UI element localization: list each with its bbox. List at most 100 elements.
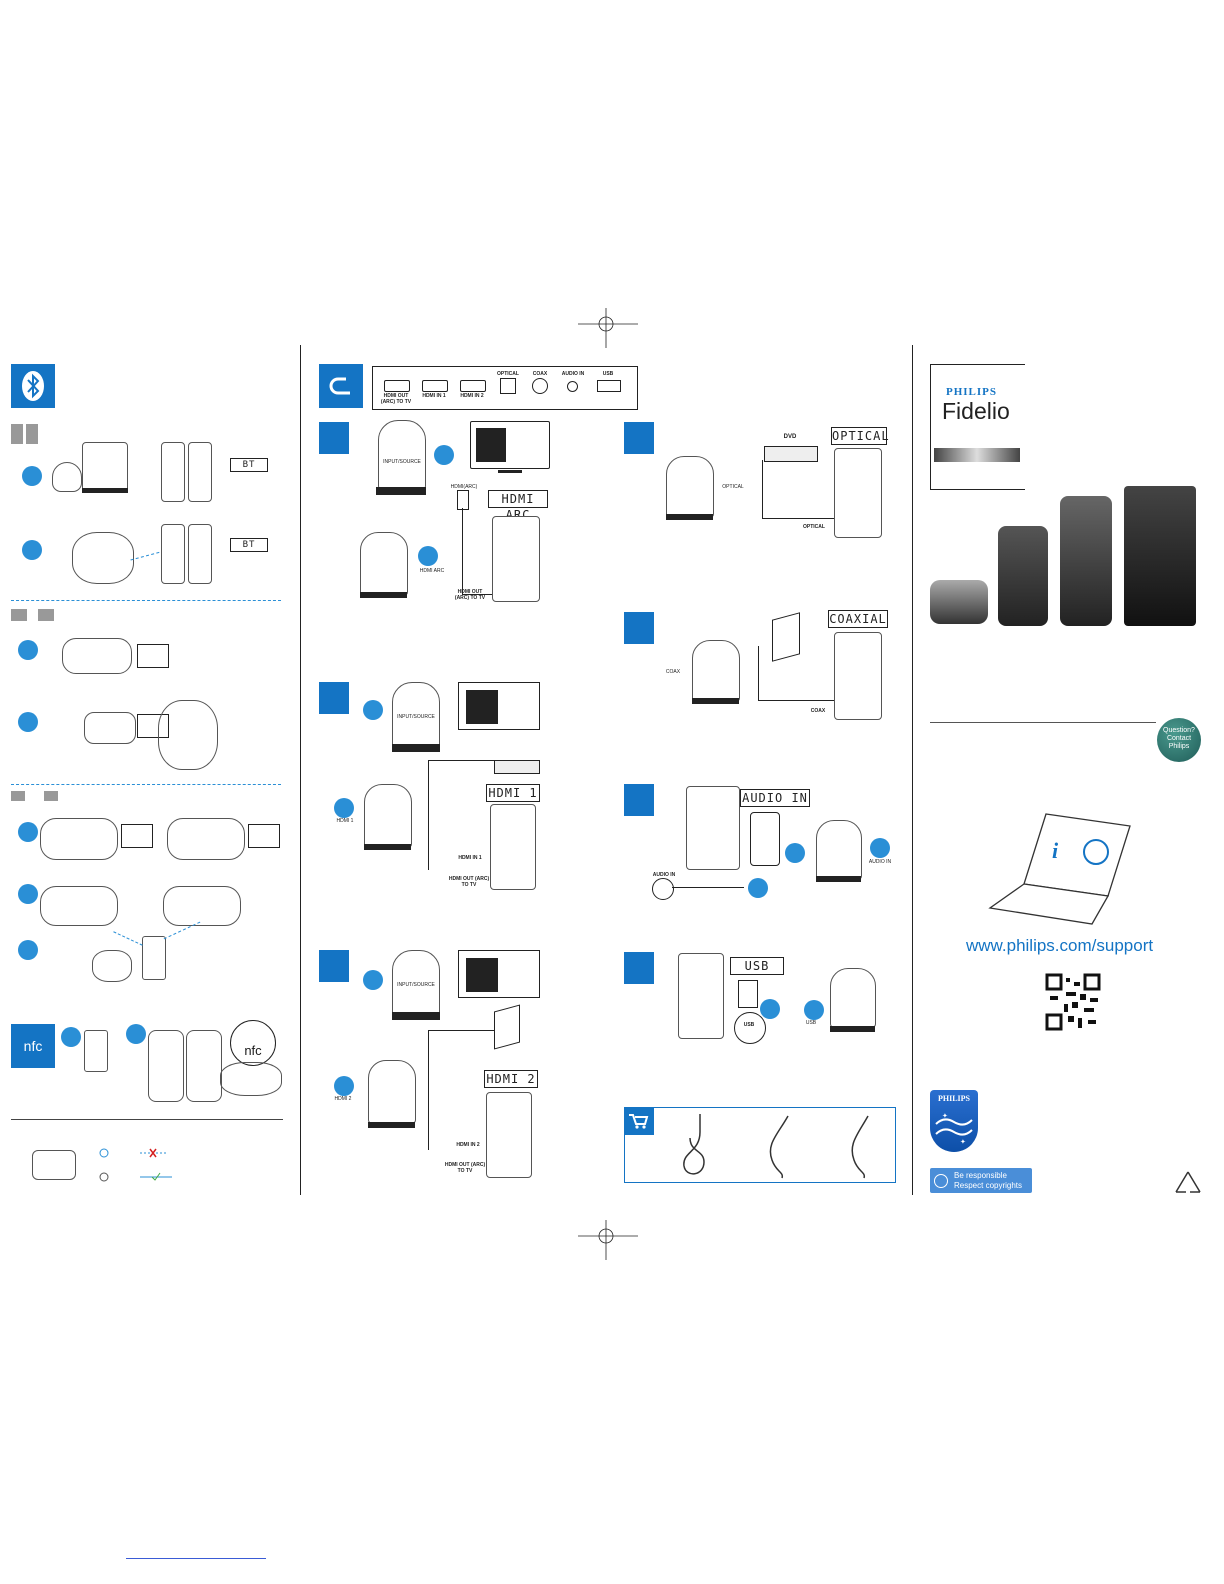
responsible-line-1: Be responsible bbox=[954, 1171, 1007, 1180]
subwoofer-arc-base bbox=[376, 487, 426, 495]
speaker-arc bbox=[492, 516, 540, 602]
step-nfc-1 bbox=[61, 1027, 81, 1047]
port-hdmi-out bbox=[384, 380, 410, 392]
mode-icon-d bbox=[44, 791, 58, 801]
speaker-usb bbox=[678, 953, 724, 1039]
speaker-top-view-6 bbox=[163, 886, 241, 926]
question-bubble: Question? Contact Philips bbox=[1157, 718, 1201, 762]
speaker-top-view-3 bbox=[40, 818, 118, 860]
accessories-box bbox=[624, 1107, 896, 1183]
bluetooth-icon bbox=[22, 371, 44, 401]
phone-nfc bbox=[84, 1030, 108, 1072]
tv-in1-menu bbox=[466, 690, 498, 724]
crop-mark-bottom bbox=[578, 1220, 638, 1260]
remote-in1-base bbox=[364, 844, 411, 850]
port-usb bbox=[597, 380, 621, 392]
cover-label-frame bbox=[930, 364, 1025, 490]
step-in2-2 bbox=[334, 1076, 354, 1096]
display-hdmi-arc: HDMI ARC bbox=[488, 490, 548, 522]
port-coax bbox=[532, 378, 548, 394]
cable-label-arc: HDMI OUT (ARC) TO TV bbox=[454, 589, 486, 601]
port-hdmi-in1 bbox=[422, 380, 448, 392]
fold-line-1 bbox=[300, 345, 301, 1195]
game-console bbox=[494, 1004, 520, 1050]
bt-blink-box-3 bbox=[121, 824, 153, 848]
qr-code bbox=[1045, 973, 1101, 1031]
speaker-top-view bbox=[62, 638, 132, 674]
port-audio bbox=[567, 381, 578, 392]
bt-status-legend bbox=[99, 1148, 172, 1182]
label-hdmi-in1: HDMI IN 1 bbox=[422, 393, 446, 399]
step-2c bbox=[18, 884, 38, 904]
input-source-1: INPUT/SOURCE bbox=[383, 459, 421, 465]
crop-mark-top bbox=[578, 308, 638, 348]
step-1c bbox=[18, 822, 38, 842]
remote-coax bbox=[692, 640, 740, 702]
svg-text:✦: ✦ bbox=[942, 1112, 948, 1120]
step-usb-1 bbox=[760, 999, 780, 1019]
step-arc-1 bbox=[434, 445, 454, 465]
port-label-usb: USB bbox=[743, 1022, 755, 1028]
dvd-logo: DVD bbox=[783, 434, 797, 440]
step-nfc-2 bbox=[126, 1024, 146, 1044]
speaker-nfc-right bbox=[186, 1030, 222, 1102]
remote-label-usb: USB bbox=[805, 1020, 817, 1026]
cable-coax bbox=[758, 646, 759, 700]
model-gradient-bar bbox=[934, 448, 1020, 462]
step-1b bbox=[18, 640, 38, 660]
tv-in1 bbox=[458, 682, 540, 730]
cable-in2-b bbox=[428, 1030, 494, 1031]
bottom-rule bbox=[126, 1558, 266, 1559]
responsible-line-2: Respect copyrights bbox=[954, 1181, 1023, 1190]
step-audio-1 bbox=[785, 843, 805, 863]
mode-icon-pair bbox=[11, 424, 23, 444]
speaker-coax bbox=[834, 632, 882, 720]
nfc-badge: nfc bbox=[230, 1020, 276, 1066]
subwoofer-base bbox=[82, 488, 128, 493]
speaker-left bbox=[161, 442, 185, 502]
speaker-in2 bbox=[486, 1092, 532, 1178]
label-in1: HDMI IN 1 bbox=[458, 855, 482, 861]
remote-in2 bbox=[368, 1060, 416, 1124]
remote-optical bbox=[666, 456, 714, 518]
cover-divider bbox=[930, 722, 1156, 723]
bt-blink-box bbox=[137, 644, 169, 668]
cable-arc-h bbox=[462, 594, 492, 595]
port-optical bbox=[500, 378, 516, 394]
subwoofer-in2-base bbox=[392, 1012, 440, 1020]
subwoofer-in1 bbox=[392, 682, 440, 748]
speaker-top-view-4 bbox=[167, 818, 245, 860]
subwoofer-front bbox=[82, 442, 128, 492]
mode-icon-b bbox=[38, 609, 54, 621]
step-audio-3 bbox=[870, 838, 890, 858]
support-url[interactable]: www.philips.com/support bbox=[966, 936, 1154, 955]
connect-tile bbox=[319, 364, 363, 408]
cable-in1-a bbox=[428, 760, 429, 870]
speaker-top-view-5 bbox=[40, 886, 118, 926]
step-audio-2 bbox=[748, 878, 768, 898]
label-hdmi-out: HDMI OUT (ARC) TO TV bbox=[380, 393, 412, 405]
tv-arc-menu bbox=[476, 428, 506, 462]
remote-in1 bbox=[364, 784, 412, 848]
bluray-player bbox=[494, 760, 540, 774]
cart-tile bbox=[624, 1107, 654, 1135]
cable-label-optical: OPTICAL bbox=[803, 524, 825, 530]
cable-in2-a bbox=[428, 1030, 429, 1150]
audio-cable-icon bbox=[769, 1115, 789, 1179]
remote-in2-base bbox=[368, 1122, 415, 1128]
phone-in-hand-2 bbox=[158, 700, 218, 770]
bluetooth-tile bbox=[11, 364, 55, 408]
usb-cable-icon bbox=[683, 1114, 705, 1175]
speaker-left-2 bbox=[161, 524, 185, 584]
speaker-top-view-2 bbox=[84, 712, 136, 744]
philips-wordmark: PHILIPS bbox=[946, 386, 998, 398]
step-1 bbox=[22, 466, 42, 486]
dvd-player bbox=[764, 446, 818, 462]
product-satellite bbox=[998, 526, 1048, 626]
input-source-2: INPUT/SOURCE bbox=[397, 714, 435, 720]
usb-tile bbox=[624, 952, 654, 984]
remote-audio bbox=[816, 820, 862, 880]
input-source-3: INPUT/SOURCE bbox=[397, 982, 435, 988]
hand-icon-c bbox=[92, 950, 132, 982]
speaker-right-2 bbox=[188, 524, 212, 584]
